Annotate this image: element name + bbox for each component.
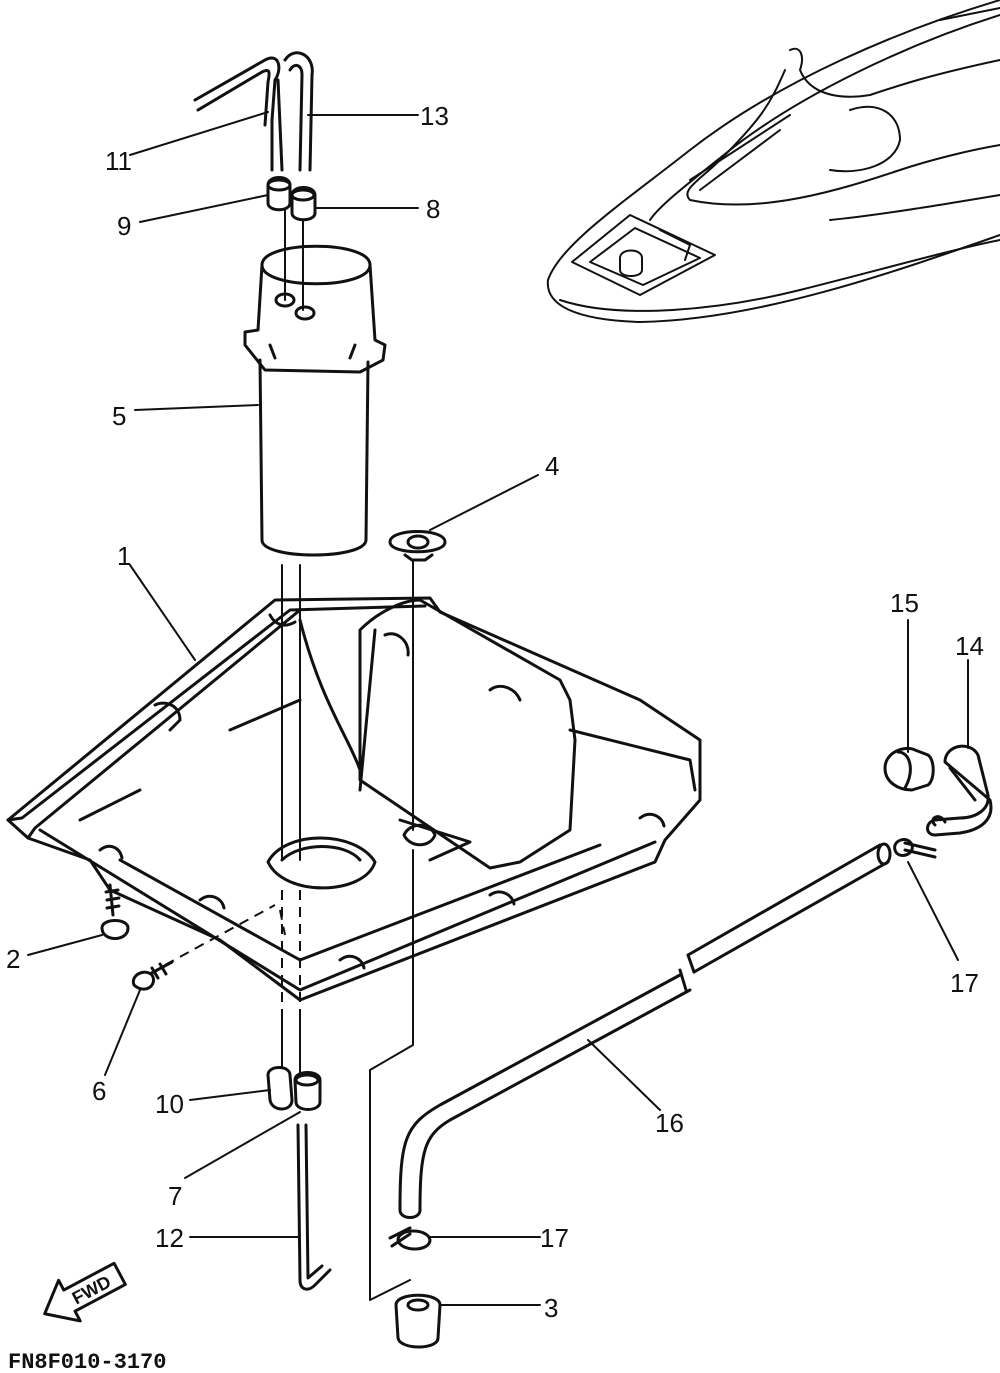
callout-7: 7 xyxy=(168,1181,182,1211)
callout-9: 9 xyxy=(117,211,131,241)
callout-13: 13 xyxy=(420,101,449,131)
callout-1: 1 xyxy=(117,541,131,571)
grommet-4 xyxy=(388,530,447,562)
caps-8-9 xyxy=(266,176,317,222)
callout-2: 2 xyxy=(6,944,20,974)
callout-6: 6 xyxy=(92,1076,106,1106)
callout-12: 12 xyxy=(155,1223,184,1253)
figure-code: FN8F010-3170 xyxy=(8,1350,166,1373)
clamp-17-lower xyxy=(388,1226,432,1251)
screw-2 xyxy=(100,883,130,940)
canister xyxy=(243,244,387,557)
callout-leaders xyxy=(27,111,969,1306)
callout-8: 8 xyxy=(426,194,440,224)
callout-5: 5 xyxy=(112,401,126,431)
callout-4: 4 xyxy=(545,451,559,481)
pipe-12 xyxy=(296,1123,332,1291)
screw-6 xyxy=(131,960,174,991)
fitting-14 xyxy=(926,744,993,837)
cap-3 xyxy=(394,1293,442,1349)
hose-16 xyxy=(398,842,892,1219)
callout-14: 14 xyxy=(955,631,984,661)
cap-15 xyxy=(883,746,935,792)
callout-17-upper: 17 xyxy=(950,968,979,998)
watercraft-hull-inset xyxy=(546,0,1000,323)
clamp-17-upper xyxy=(893,838,937,859)
callout-16: 16 xyxy=(655,1108,684,1138)
fittings-7-10 xyxy=(266,1066,322,1111)
callout-11: 11 xyxy=(105,146,132,176)
callout-17-lower: 17 xyxy=(540,1223,569,1253)
callout-10: 10 xyxy=(155,1089,184,1119)
forward-direction-arrow: FWD xyxy=(43,1261,127,1323)
callout-3: 3 xyxy=(544,1293,558,1323)
callout-15: 15 xyxy=(890,588,919,618)
pipes-11-13 xyxy=(193,51,314,172)
